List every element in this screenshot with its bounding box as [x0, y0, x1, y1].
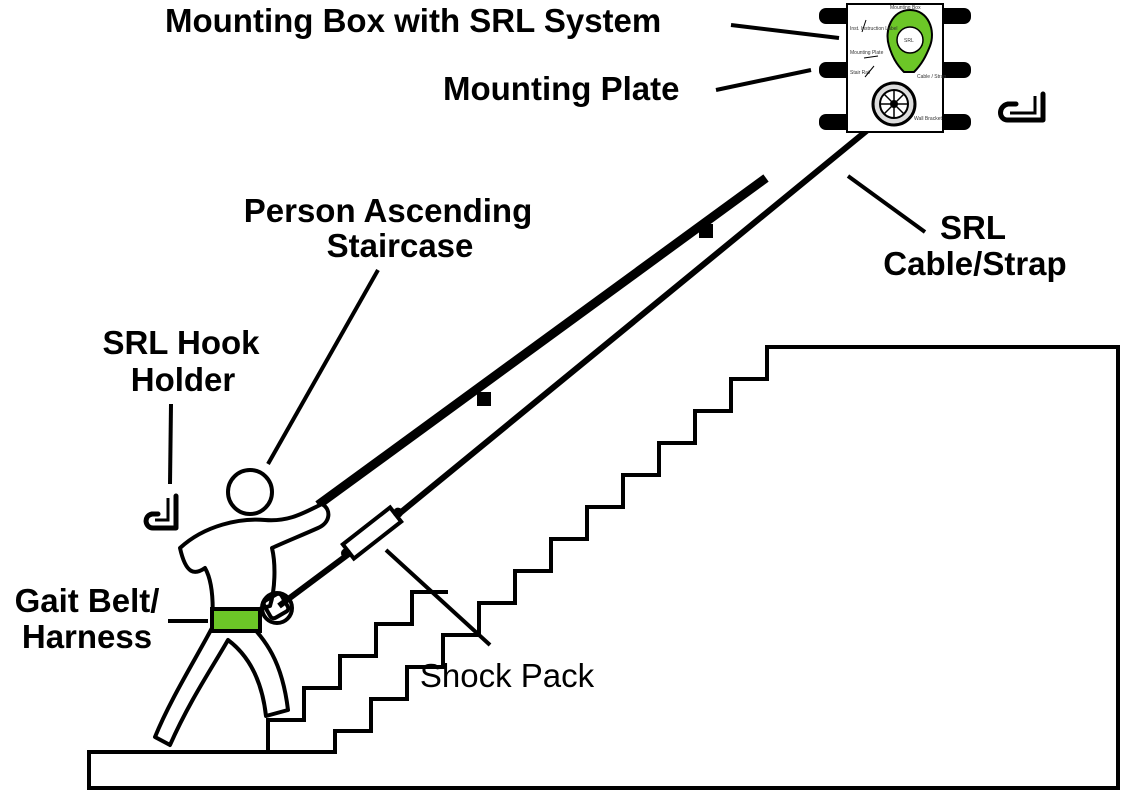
- leader-mounting-box: [730, 23, 840, 40]
- rail-bracket-upper: [699, 224, 713, 238]
- stair-rail: [315, 174, 769, 509]
- label-mounting-plate: Mounting Plate: [443, 70, 679, 107]
- gait-belt-harness: [210, 607, 262, 633]
- hook-holder-right: [998, 91, 1046, 123]
- box-label-top: Mounting Box: [890, 5, 921, 11]
- label-person-line2: Staircase: [327, 227, 474, 264]
- leader-person: [266, 269, 380, 465]
- leader-srl-cable: [846, 174, 927, 234]
- box-label-right1: Cable / Strap: [917, 74, 946, 80]
- label-srl-cable-line1: SRL: [940, 209, 1006, 246]
- person-figure: [153, 468, 331, 747]
- leader-mounting-plate: [715, 68, 812, 92]
- label-mounting-box: Mounting Box with SRL System: [165, 2, 661, 39]
- label-gait-belt-line1: Gait Belt/: [15, 582, 160, 619]
- box-label-bottom: Wall Bracket: [914, 116, 942, 122]
- leader-shock-pack: [384, 548, 492, 647]
- label-person-line1: Person Ascending: [244, 192, 533, 229]
- hook-holder-left: [143, 493, 179, 531]
- rail-bracket-lower: [477, 392, 491, 406]
- srl-cable: [398, 107, 894, 516]
- label-gait-belt-line2: Harness: [22, 618, 152, 655]
- label-shock-pack: Shock Pack: [420, 657, 595, 694]
- srl-lanyard: [277, 550, 352, 609]
- shock-pack: [340, 504, 404, 562]
- srl-unit-label: SRL: [904, 38, 914, 44]
- box-label-left3: Stair Rail: [850, 70, 870, 76]
- box-label-left2: Mounting Plate: [850, 50, 884, 56]
- mounting-box: SRL Mounting Box Inst. Instruction Label…: [819, 3, 971, 133]
- leader-hook-holder: [168, 403, 173, 485]
- label-srl-cable-line2: Cable/Strap: [883, 245, 1066, 282]
- box-label-left1: Inst. Instruction Label: [850, 26, 898, 32]
- person-head: [226, 468, 274, 516]
- label-hook-holder-line1: SRL Hook: [102, 324, 260, 361]
- staircase: [87, 345, 1120, 790]
- label-hook-holder-line2: Holder: [131, 361, 236, 398]
- staircase-lower-steps: [89, 590, 448, 754]
